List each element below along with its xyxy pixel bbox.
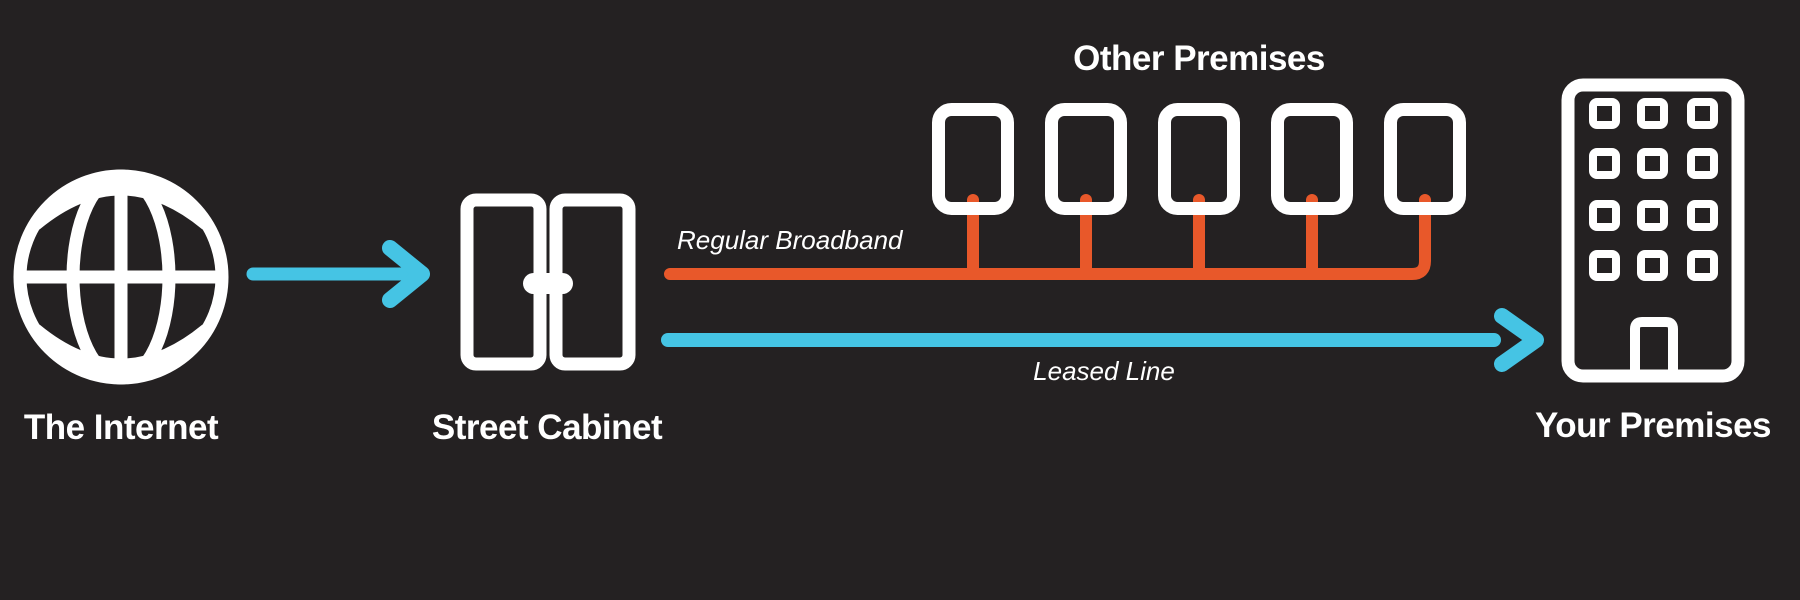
premises-box-icon	[1045, 103, 1127, 215]
other-premises-label: Other Premises	[1073, 39, 1325, 78]
street-cabinet-label: Street Cabinet	[431, 408, 663, 447]
your-premises-label: Your Premises	[1534, 406, 1772, 445]
arrow-internet-to-cabinet-icon	[246, 240, 430, 308]
building-windows-icon	[1589, 98, 1718, 281]
premises-box-icon	[932, 103, 1014, 215]
other-premises-icons	[932, 103, 1466, 215]
street-cabinet-icon	[460, 193, 636, 371]
building-door-icon	[1630, 317, 1678, 377]
premises-box-icon	[1384, 103, 1466, 215]
regular-broadband-label: Regular Broadband	[677, 225, 903, 255]
globe-icon	[13, 169, 229, 385]
office-building-icon	[1561, 78, 1745, 383]
premises-box-icon	[1158, 103, 1240, 215]
leased-line-label: Leased Line	[1033, 356, 1175, 386]
premises-box-icon	[1271, 103, 1353, 215]
leased-line-arrow-icon	[661, 308, 1544, 372]
internet-label: The Internet	[23, 408, 219, 447]
